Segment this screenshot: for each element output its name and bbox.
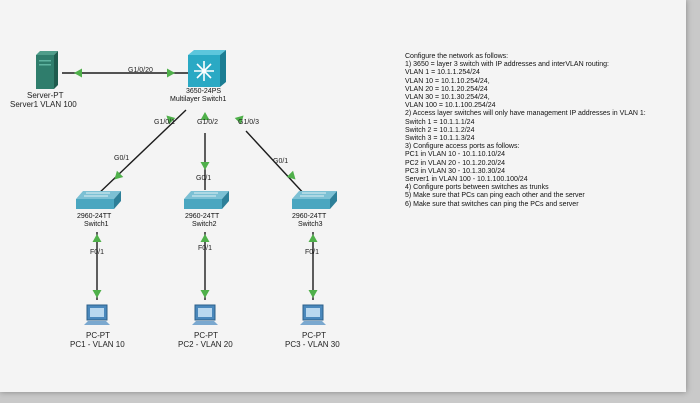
multilayer-switch-name: Multilayer Switch1 — [170, 96, 227, 103]
instruction-line: VLAN 20 = 10.1.20.254/24 — [405, 85, 488, 93]
instruction-line: 2) Access layer switches will only have … — [405, 110, 646, 118]
instruction-line: Switch 2 = 10.1.1.2/24 — [405, 126, 475, 134]
instructions-panel: Configure the network as follows: 1) 365… — [405, 53, 680, 209]
port-label-g1-0-20: G1/0/20 — [128, 67, 153, 74]
link-up-icon — [200, 234, 210, 242]
switch2-model: 2960-24TT — [185, 213, 220, 220]
server-name-label: Server1 VLAN 100 — [10, 100, 77, 109]
instruction-line: Server1 in VLAN 100 - 10.1.100.100/24 — [405, 176, 528, 184]
instruction-line: PC1 in VLAN 10 - 10.1.10.10/24 — [405, 151, 506, 159]
instruction-line: Configure the network as follows: — [405, 53, 509, 60]
instruction-line: Switch 3 = 10.1.1.3/24 — [405, 135, 475, 143]
instruction-line: Switch 1 = 10.1.1.1/24 — [405, 118, 475, 126]
multilayer-switch-icon — [188, 50, 226, 87]
link-up-icon — [167, 68, 175, 78]
switch1-name: Switch1 — [84, 221, 109, 228]
port-label-sw3-g0-1: G0/1 — [273, 158, 288, 165]
server-type-label: Server-PT — [27, 91, 64, 100]
server-device[interactable]: Server-PT Server1 VLAN 100 — [10, 51, 77, 109]
link-up-icon — [308, 290, 318, 298]
instruction-line: 1) 3650 = layer 3 switch with IP address… — [405, 61, 609, 69]
link-multilayer-switch1 — [95, 109, 187, 197]
switch2-device[interactable]: 2960-24TT Switch2 — [184, 191, 229, 228]
link-up-icon — [92, 290, 102, 298]
switch1-icon — [76, 191, 121, 209]
multilayer-switch-device[interactable]: 3650-24PS Multilayer Switch1 — [170, 50, 227, 103]
switch3-name: Switch3 — [298, 221, 323, 228]
instruction-line: 3) Configure access ports as follows: — [405, 143, 520, 151]
switch1-model: 2960-24TT — [77, 213, 112, 220]
pc3-name-label: PC3 - VLAN 30 — [285, 340, 340, 349]
instruction-line: VLAN 10 = 10.1.10.254/24, — [405, 77, 490, 85]
switch1-device[interactable]: 2960-24TT Switch1 — [76, 191, 121, 228]
switch3-model: 2960-24TT — [292, 213, 327, 220]
pc1-type-label: PC-PT — [86, 331, 110, 340]
pc2-icon — [192, 304, 218, 325]
screenshot-paper: G1/0/20 G1/0/1 G1/0/2 G1/0/3 G0/1 G0/1 G… — [0, 0, 686, 392]
multilayer-switch-model: 3650-24PS — [186, 88, 221, 95]
link-multilayer-switch3 — [245, 130, 307, 197]
pc3-type-label: PC-PT — [302, 331, 326, 340]
port-label-g1-0-2: G1/0/2 — [197, 119, 218, 126]
switch3-icon — [292, 191, 337, 209]
link-up-icon — [308, 234, 318, 242]
switch3-device[interactable]: 2960-24TT Switch3 — [292, 191, 337, 228]
instruction-line: PC2 in VLAN 20 - 10.1.20.20/24 — [405, 159, 506, 167]
instruction-line: VLAN 30 = 10.1.30.254/24, — [405, 94, 490, 102]
instruction-line: VLAN 100 = 10.1.100.254/24 — [405, 102, 496, 110]
pc2-type-label: PC-PT — [194, 331, 218, 340]
link-up-icon — [74, 68, 82, 78]
switch2-icon — [184, 191, 229, 209]
port-label-sw3-f0-1: F0/1 — [305, 249, 319, 256]
instruction-line: 5) Make sure that PCs can ping each othe… — [405, 192, 585, 200]
server-icon — [36, 51, 58, 89]
port-label-sw1-g0-1: G0/1 — [114, 155, 129, 162]
switch2-name: Switch2 — [192, 221, 217, 228]
link-up-icon — [200, 162, 210, 170]
links — [62, 72, 314, 300]
port-label-sw2-g0-1: G0/1 — [196, 175, 211, 182]
pc1-name-label: PC1 - VLAN 10 — [70, 340, 125, 349]
port-label-g1-0-3: G1/0/3 — [238, 119, 259, 126]
network-topology: G1/0/20 G1/0/1 G1/0/2 G1/0/3 G0/1 G0/1 G… — [10, 50, 340, 349]
link-up-icon — [92, 234, 102, 242]
instruction-line: 4) Configure ports between switches as t… — [405, 184, 549, 192]
pc1-device[interactable]: PC-PT PC1 - VLAN 10 — [70, 304, 125, 349]
port-label-g1-0-1: G1/0/1 — [154, 119, 175, 126]
link-up-icon — [200, 290, 210, 298]
pc2-name-label: PC2 - VLAN 20 — [178, 340, 233, 349]
pc3-icon — [300, 304, 326, 325]
pc1-icon — [84, 304, 110, 325]
instruction-line: PC3 in VLAN 30 - 10.1.30.30/24 — [405, 167, 506, 175]
pc3-device[interactable]: PC-PT PC3 - VLAN 30 — [285, 304, 340, 349]
port-label-sw2-f0-1: F0/1 — [198, 245, 212, 252]
instruction-line: VLAN 1 = 10.1.1.254/24 — [405, 69, 480, 77]
pc2-device[interactable]: PC-PT PC2 - VLAN 20 — [178, 304, 233, 349]
port-label-sw1-f0-1: F0/1 — [90, 249, 104, 256]
instruction-line: 6) Make sure that switches can ping the … — [405, 200, 579, 208]
